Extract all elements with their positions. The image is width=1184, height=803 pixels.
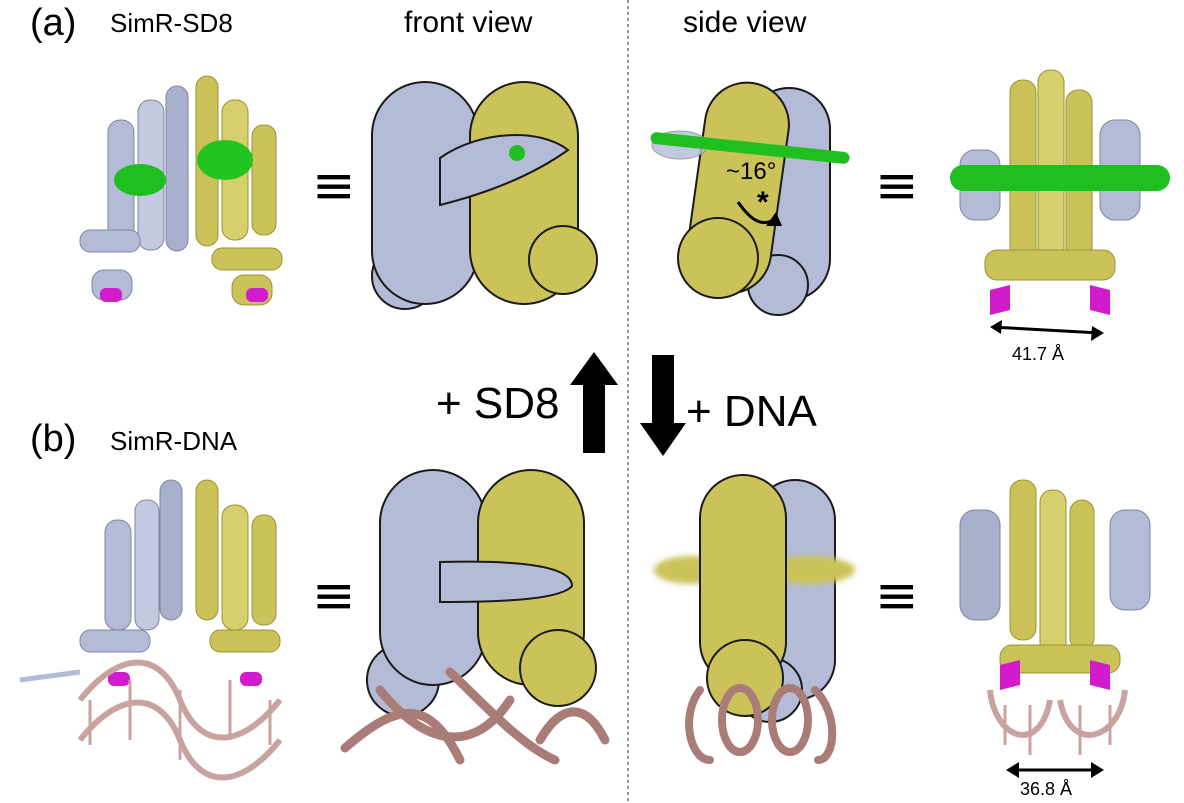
add-dna-label: + DNA: [686, 387, 817, 436]
add-sd8-label: + SD8: [436, 379, 560, 428]
side-view-title: side view: [683, 6, 807, 39]
rotation-angle-label: ~16°: [726, 158, 777, 185]
panel-b-name: SimR-DNA: [110, 426, 238, 456]
front-view-cartoon-sd8: [371, 81, 598, 310]
distance-label-top: 41.7 Å: [1012, 344, 1065, 364]
front-view-title: front view: [404, 6, 533, 39]
front-view-cartoon-dna: [366, 469, 597, 717]
side-view-cartoon-dna: [654, 474, 855, 723]
panel-a-letter: (a): [30, 2, 77, 44]
distance-label-bottom: 36.8 Å: [1020, 779, 1073, 799]
panel-b-letter: (b): [30, 418, 77, 460]
side-view-dna: [685, 684, 837, 764]
rotation-marker: *: [757, 186, 769, 219]
equivalence-top-right: ≡: [875, 156, 919, 216]
simr-dna-front-structure: [19, 479, 283, 781]
add-sd8-arrow: [570, 352, 618, 453]
equivalence-bottom-left: ≡: [312, 566, 356, 626]
equivalence-bottom-right: ≡: [875, 566, 919, 626]
add-dna-arrow: [640, 355, 686, 456]
panel-a-name: SimR-SD8: [110, 8, 233, 38]
equivalence-top-left: ≡: [312, 156, 356, 216]
simr-dna-side-structure: [959, 479, 1151, 778]
front-view-dna: [340, 667, 610, 765]
side-view-cartoon-sd8: [650, 81, 850, 316]
simr-sd8-front-structure: [79, 75, 283, 306]
simr-sd8-side-structure: [950, 69, 1170, 341]
